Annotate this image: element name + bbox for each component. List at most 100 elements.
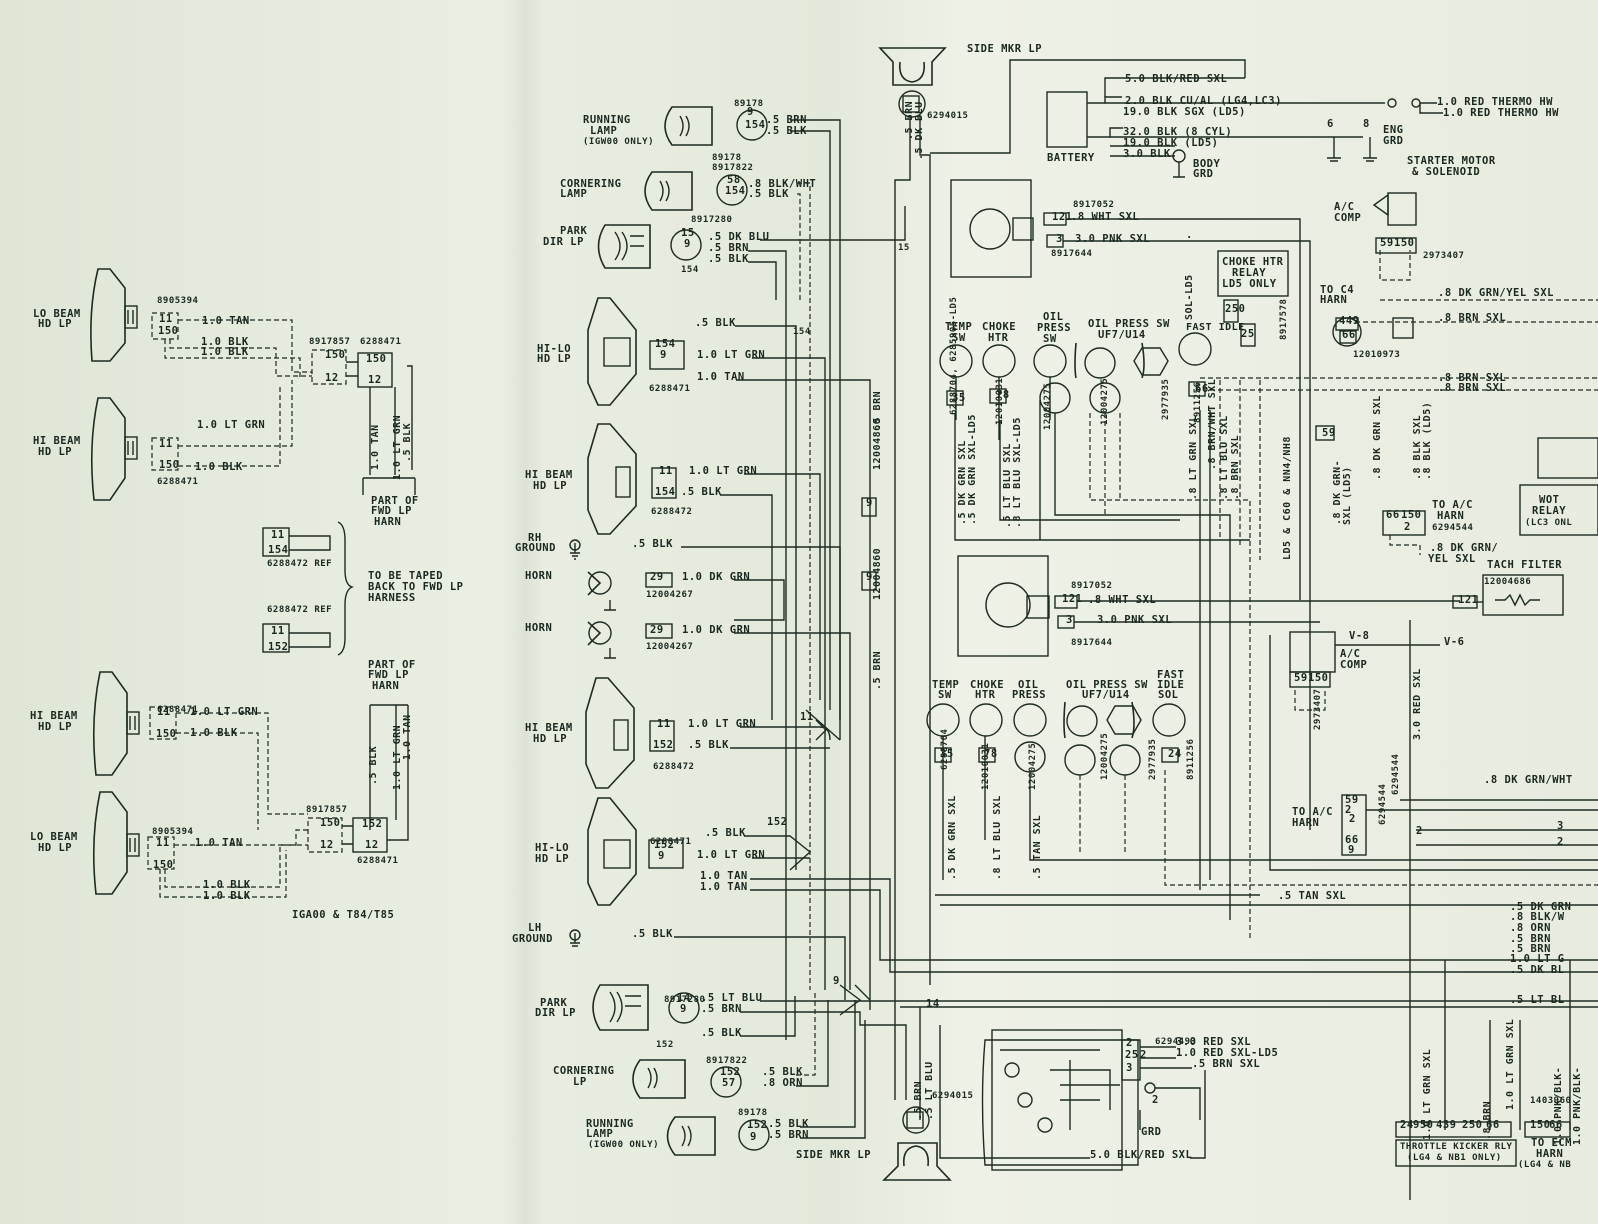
wire-label-w42: 1.0 BLK	[195, 461, 243, 473]
connector-c7: 121	[1052, 211, 1072, 223]
vertical-connector-vc5: 2977935	[1161, 379, 1171, 420]
wire-label-w26: .5 BLK	[705, 827, 746, 839]
part-number-p34: 12004686	[1484, 577, 1531, 587]
connector-c55: 150	[366, 353, 386, 365]
label-running-lamp-top-3: (IGW00 ONLY)	[583, 137, 654, 147]
wire-label-w16: .5 BLK	[695, 317, 736, 329]
wire-label-w5: 19.0 BLK (LD5)	[1123, 137, 1219, 149]
connector-c36: 9	[660, 349, 667, 361]
boxed-id-bx5: 35	[940, 748, 954, 760]
wire-label-w12: .5 BLK	[748, 188, 789, 200]
splice-s15: .	[1186, 229, 1193, 241]
wire-label-w15: .5 BLK	[708, 253, 749, 265]
wire-label-w34: .5 BLK	[762, 1066, 803, 1078]
vertical-label-v18: .8 BRN/WHT SXL	[1207, 379, 1218, 470]
label-choke-htr-2a: CHOKE	[970, 679, 1004, 691]
connector-c29: 950	[1413, 1119, 1433, 1131]
wire-label-w18: 1.0 TAN	[697, 371, 745, 383]
label-lh-ground-1: LH	[528, 922, 542, 934]
label-ac-comp-1: A/C	[1334, 201, 1354, 213]
label-lh-ground-2: GROUND	[512, 933, 553, 945]
connector-c2: 154	[745, 119, 765, 131]
part-number-p3: 89178	[712, 153, 742, 163]
label-battery: BATTERY	[1047, 152, 1095, 164]
connector-c64: 150	[156, 728, 176, 740]
connector-c23: 2	[1126, 1037, 1133, 1049]
vertical-label-v22: .8 DK GRN-	[1332, 460, 1343, 525]
label-temp-sw-2a: TEMP	[932, 679, 959, 691]
label-part-fwd-b2: FWD LP	[368, 669, 409, 681]
connector-c26: 3	[1126, 1062, 1133, 1074]
label-eng-grd-2: GRD	[1383, 135, 1403, 147]
connector-c53: 150	[325, 349, 345, 361]
vertical-label-v34: 1.0 PNK/BLK-	[1553, 1067, 1564, 1145]
connector-c62: 152	[268, 641, 288, 653]
connector-c15: 449	[1339, 315, 1359, 327]
connector-c11: 250	[1225, 303, 1245, 315]
connector-c9: 121	[1062, 593, 1082, 605]
vertical-label-v3: 1.0 TAN	[370, 424, 381, 470]
connector-c28: 24	[1400, 1119, 1414, 1131]
wire-label-w24: 1.0 LT GRN	[688, 718, 756, 730]
label-oil-press-1a: OIL	[1043, 311, 1063, 323]
part-number-p21: 8917857	[309, 337, 350, 347]
wire-label-w69: 1.0 RED SXL-LD5	[1176, 1047, 1278, 1059]
wire-label-w3: 19.0 BLK SGX (LD5)	[1123, 106, 1246, 118]
label-side-mkr-lp-top: SIDE MKR LP	[967, 43, 1042, 55]
vertical-label-v27: .5 DK GRN SXL	[947, 795, 958, 880]
vertical-label-v5: .5 BLK	[402, 423, 413, 462]
label-part-fwd-3: HARN	[374, 516, 401, 528]
connector-c50: 9	[750, 1131, 757, 1143]
label-fast-idle-2a: FAST	[1157, 669, 1184, 681]
label-lo-beam-l1-1: LO BEAM	[33, 308, 81, 320]
label-temp-sw-1a: TEMP	[945, 321, 972, 333]
splice-s12: 2	[1345, 804, 1352, 816]
label-starter-2: & SOLENOID	[1412, 166, 1480, 178]
wire-label-w32: .5 BRN	[701, 1003, 742, 1015]
vertical-label-v23: SXL (LD5)	[1342, 466, 1353, 525]
label-hi-beam-l1-2: HD LP	[38, 446, 72, 458]
part-number-p35: 6294493	[1155, 1037, 1196, 1047]
connector-c12: 25	[1241, 328, 1255, 340]
connector-c19: 2	[1404, 521, 1411, 533]
voltage-regulator	[939, 1025, 1206, 1171]
part-number-p16: 152	[656, 1040, 674, 1050]
boxed-id-bx8: 9	[866, 497, 873, 509]
splice-s2: 8	[1363, 118, 1370, 130]
part-number-p7: 154	[793, 327, 811, 337]
connector-c22: 150	[1308, 672, 1328, 684]
splice-s9: 2	[1416, 825, 1423, 837]
label-throttle-1: THROTTLE KICKER RLY	[1400, 1142, 1513, 1152]
vertical-connector-vc15: 2973407	[1313, 689, 1323, 730]
part-number-p36: 1403960	[1530, 1096, 1571, 1106]
vertical-label-v28: .8 LT BLU SXL	[992, 795, 1003, 880]
headlamp-hi-beam-l1	[90, 397, 138, 501]
label-to-ecm-2: HARN	[1536, 1148, 1563, 1160]
wire-label-w21: .5 BLK	[632, 538, 673, 550]
label-ref-1: 6288472 REF	[267, 559, 332, 569]
wire-label-w63: .5 BRN	[1510, 933, 1551, 945]
splice-s10: 3	[1557, 820, 1564, 832]
part-number-p9: 6288471	[649, 384, 690, 394]
label-starter-1: STARTER MOTOR	[1407, 155, 1496, 167]
connector-c17: 66	[1386, 509, 1400, 521]
part-number-p18: 89178	[738, 1108, 768, 1118]
vertical-connector-vc14: 8911256	[1186, 739, 1196, 780]
vertical-label-v20: .8 BRN SXL	[1230, 435, 1241, 500]
connector-c3: 58	[727, 174, 741, 186]
label-to-ac-harn-2: HARN	[1437, 510, 1464, 522]
wire-label-w38: 1.0 TAN	[202, 315, 250, 327]
vertical-label-v8: 1.0 TAN	[402, 714, 413, 760]
wire-label-w51: 3.0 PNK SXL	[1097, 614, 1172, 626]
connector-c5: 15	[681, 227, 695, 239]
splice-s6: 14	[926, 998, 940, 1010]
label-wot-1: WOT	[1539, 494, 1559, 506]
connector-c25: 2	[1140, 1049, 1147, 1061]
vertical-label-v7: 1.0 LT GRN	[392, 725, 403, 790]
connector-c37: 11	[659, 465, 673, 477]
label-fast-idle-1: FAST IDLE	[1186, 322, 1245, 333]
wire-label-w37: .5 BRN	[768, 1129, 809, 1141]
connector-c61: 11	[271, 625, 285, 637]
left-connectors	[147, 312, 393, 870]
